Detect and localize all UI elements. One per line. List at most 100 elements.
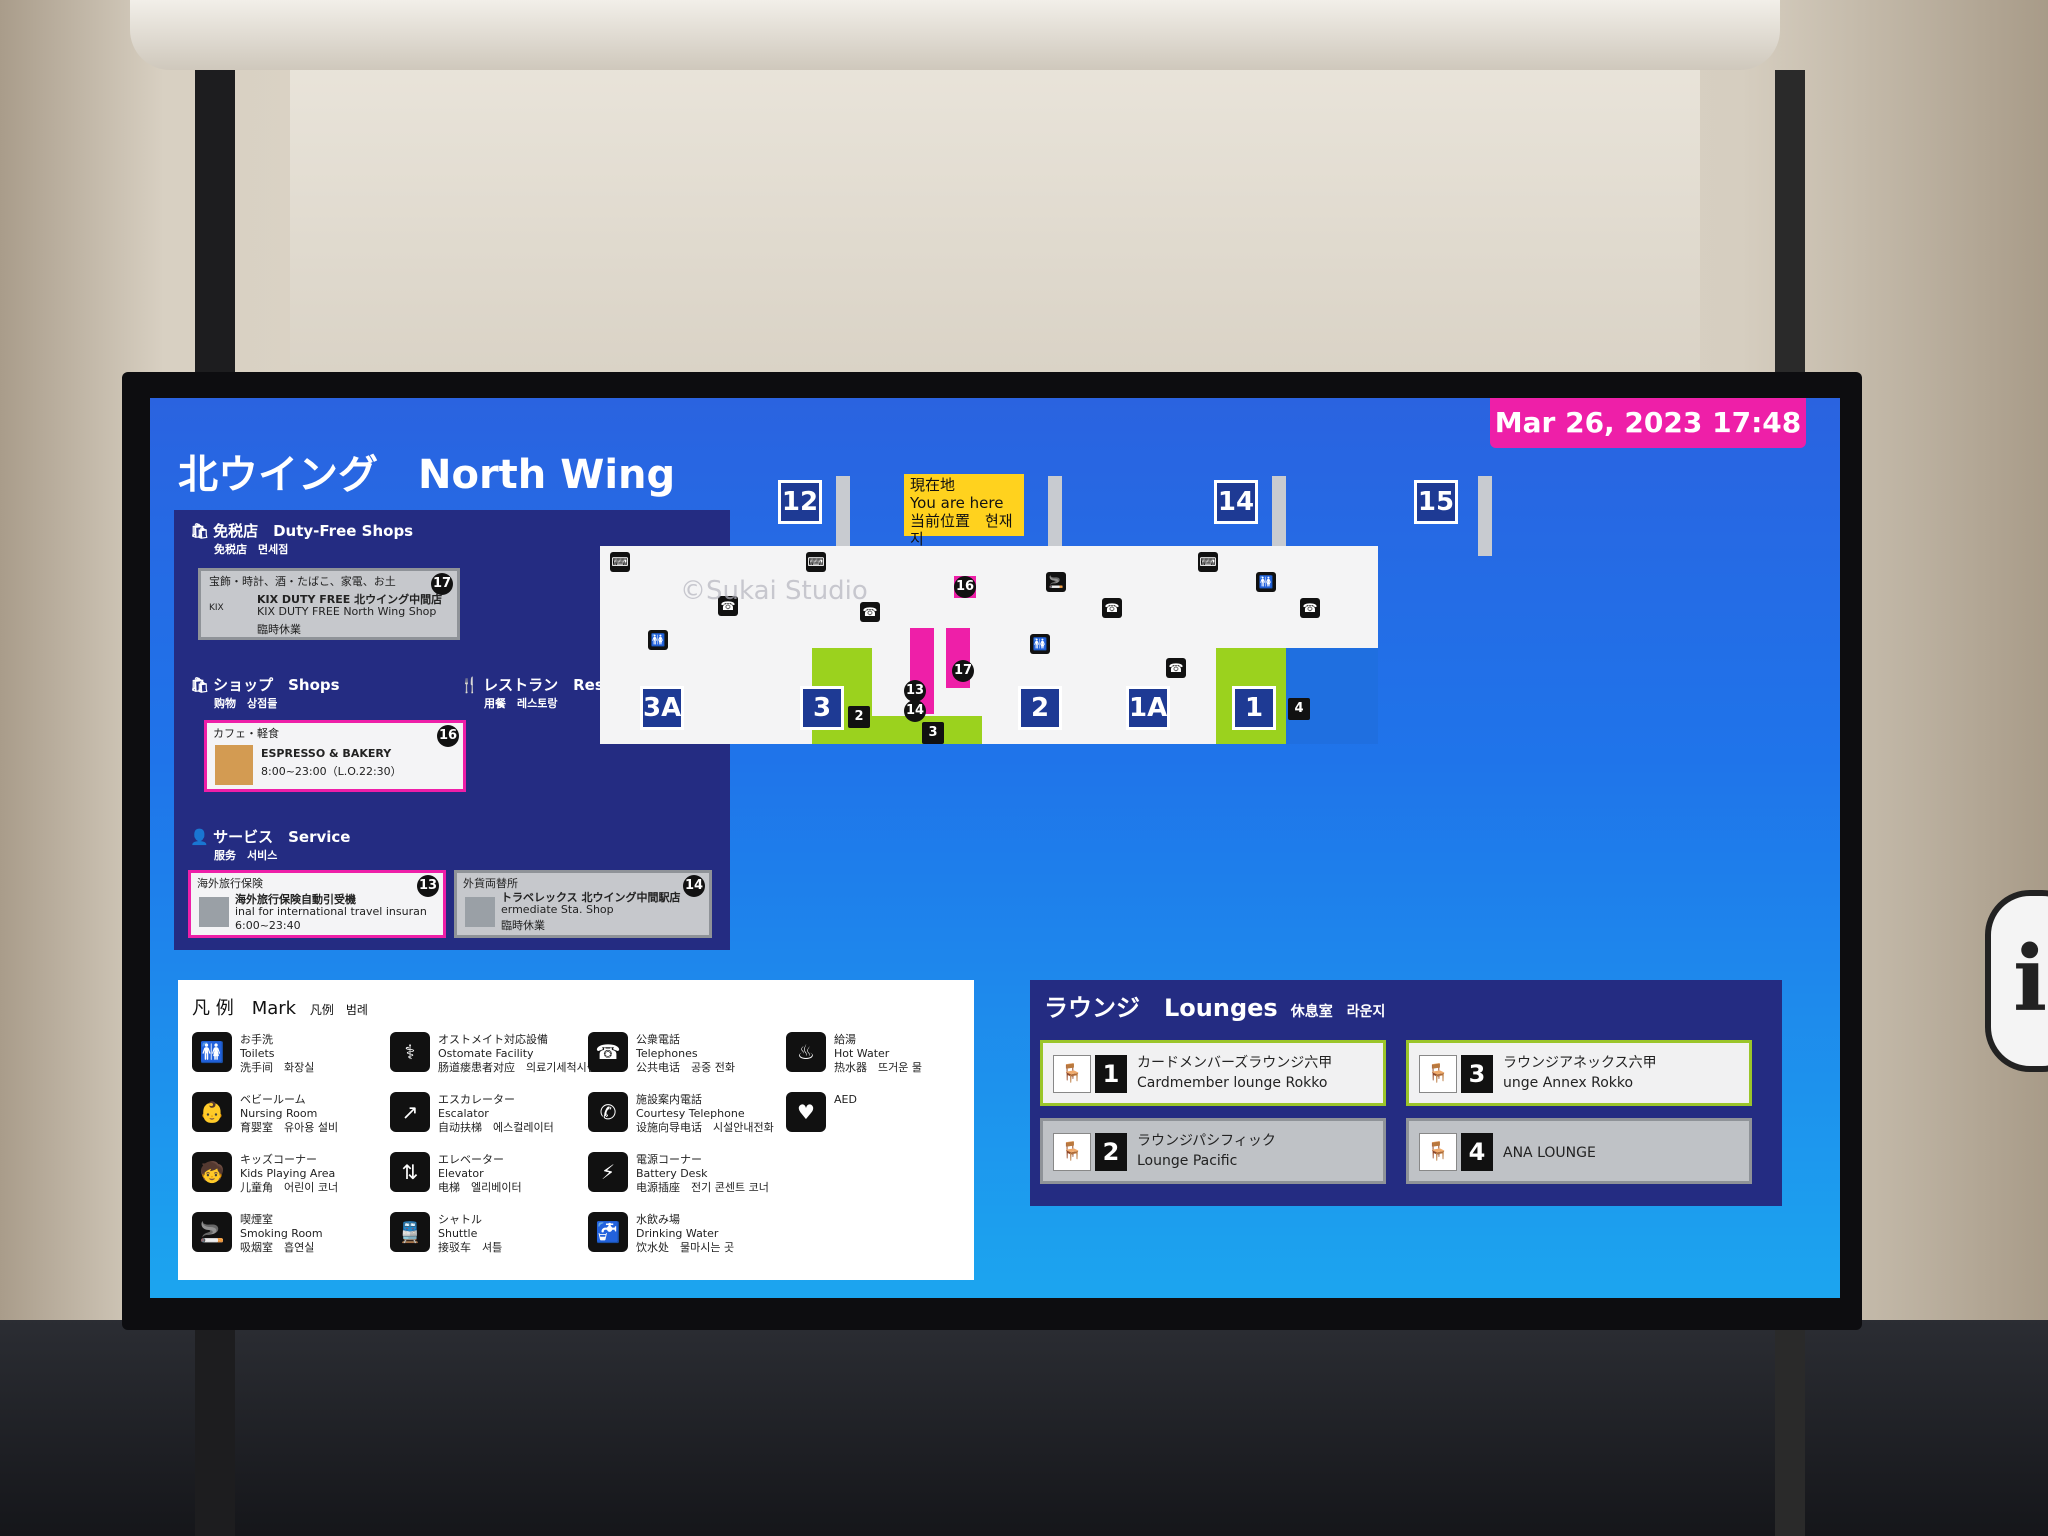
pier (1478, 476, 1492, 556)
service-category: 海外旅行保険 (197, 877, 263, 890)
telephone-icon: ☎ (718, 596, 738, 616)
service-hours: 臨時休業 (501, 919, 545, 932)
legend-label-en: Courtesy Telephone (636, 1107, 745, 1120)
drinking-water-icon: 🚰 (588, 1212, 628, 1252)
lounge-name-ja: ラウンジアネックス六甲 (1503, 1055, 1657, 1071)
lounge-name-en: ANA LOUNGE (1503, 1145, 1596, 1161)
telephone-icon: ☎ (1102, 598, 1122, 618)
lounge-name-en: Lounge Pacific (1137, 1153, 1238, 1169)
shop-card-espresso[interactable]: カフェ・軽食 ESPRESSO & BAKERY 8:00~23:00（L.O.… (204, 720, 466, 792)
kids-icon: 🧒 (192, 1152, 232, 1192)
smoking-icon: 🚬 (1046, 572, 1066, 592)
shop-card-duty-free[interactable]: 宝飾・時計、酒・たばこ、家電、お土 KIX DUTY FREE 北ウイング中間店… (198, 568, 460, 640)
legend-label-sub: 热水器 뜨거운 물 (834, 1061, 922, 1074)
legend-label-ja: シャトル (438, 1213, 482, 1226)
info-sign-icon: i (1985, 890, 2048, 1072)
shop-category: カフェ・軽食 (213, 727, 279, 740)
ostomate-icon: ⚕ (390, 1032, 430, 1072)
service-name-ja: トラベレックス 北ウイング中間駅店 (501, 891, 681, 904)
shops-subheader: 购物 상점들 (214, 697, 278, 710)
lounge-icon: 🪑 (1419, 1133, 1457, 1171)
shop-number-badge: 16 (437, 725, 459, 747)
bag-icon: 🛍 (190, 522, 210, 540)
service-subheader: 服务 서비스 (214, 849, 278, 862)
battery-icon: ⌨ (610, 552, 630, 572)
shop-category: 宝飾・時計、酒・たばこ、家電、お土 (209, 575, 396, 588)
map-marker-17: 17 (952, 660, 974, 682)
legend-label-ja: 水飲み場 (636, 1213, 680, 1226)
insurance-icon (199, 897, 229, 927)
gate-3a: 3A (640, 686, 684, 730)
legend-label-en: Telephones (636, 1047, 698, 1060)
duty-free-header: 免税店 Duty-Free Shops (213, 522, 414, 540)
elevator-icon: ⇅ (390, 1152, 430, 1192)
legend-subtitle: 凡例 범례 (309, 1003, 368, 1017)
restaurant-subheader: 用餐 레스토랑 (484, 697, 558, 710)
you-are-here-ja: 現在地 (910, 476, 956, 494)
nursing-icon: 👶 (192, 1092, 232, 1132)
service-hours: 6:00~23:40 (235, 919, 301, 932)
lounge-number: 3 (1461, 1055, 1493, 1093)
service-section: 👤 サービス Service 服务 서비스 (190, 826, 350, 863)
legend-label-ja: エスカレーター (438, 1093, 515, 1106)
datetime-badge: Mar 26, 2023 17:48 (1490, 398, 1806, 448)
duty-free-section: 🛍 免税店 Duty-Free Shops 免税店 면세점 (190, 520, 413, 557)
gate-3: 3 (800, 686, 844, 730)
lounge-marker-4: 4 (1288, 698, 1310, 720)
legend-label-en: Toilets (240, 1047, 275, 1060)
legend-label-sub: 吸烟室 흡연실 (240, 1241, 315, 1254)
legend-label-en: Battery Desk (636, 1167, 708, 1180)
toilet-icon: 🚻 (1030, 634, 1050, 654)
legend-label-en: Smoking Room (240, 1227, 323, 1240)
battery-icon: ⌨ (1198, 552, 1218, 572)
shop-hours: 臨時休業 (257, 623, 301, 636)
blind-roller (130, 0, 1780, 70)
shop-number-badge: 17 (431, 573, 453, 595)
courtesy-phone-icon: ✆ (588, 1092, 628, 1132)
page-title: 北ウイング North Wing (178, 452, 676, 498)
shuttle-icon: 🚆 (390, 1212, 430, 1252)
you-are-here-callout: 現在地 You are here 当前位置 현재지 (904, 474, 1024, 548)
lounge-name: ANA LOUNGE (1503, 1143, 1596, 1163)
legend-label-sub: 洗手间 화장실 (240, 1061, 315, 1074)
service-category: 外貨両替所 (463, 877, 518, 890)
legend-label-ja: お手洗 (240, 1033, 273, 1046)
floor (0, 1320, 2048, 1536)
battery-icon: ⚡ (588, 1152, 628, 1192)
legend-label-en: Elevator (438, 1167, 484, 1180)
watermark: ©Sukai Studio (680, 576, 868, 606)
legend-label-ja: 喫煙室 (240, 1213, 273, 1226)
legend-label-sub: 公共电话 공중 전화 (636, 1061, 735, 1074)
telephone-icon: ☎ (860, 602, 880, 622)
shop-name-en: KIX DUTY FREE North Wing Shop (257, 605, 437, 618)
map-marker-14: 14 (904, 700, 926, 722)
hot-water-icon: ♨ (786, 1032, 826, 1072)
legend-header: 凡 例 Mark 凡例 범례 (192, 994, 368, 1020)
legend-label-sub: 电源插座 전기 콘센트 코너 (636, 1181, 769, 1194)
service-card-insurance[interactable]: 海外旅行保険 海外旅行保険自動引受機 inal for internationa… (188, 870, 446, 938)
service-number-badge: 14 (683, 875, 705, 897)
lounge-icon: 🪑 (1053, 1133, 1091, 1171)
legend-label-en: Shuttle (438, 1227, 478, 1240)
service-card-exchange[interactable]: 外貨両替所 トラベレックス 北ウイング中間駅店 ermediate Sta. S… (454, 870, 712, 938)
service-name-ja: 海外旅行保険自動引受機 (235, 893, 356, 906)
lounge-name-ja: ラウンジパシフィック (1137, 1133, 1276, 1149)
gate-1: 1 (1232, 686, 1276, 730)
